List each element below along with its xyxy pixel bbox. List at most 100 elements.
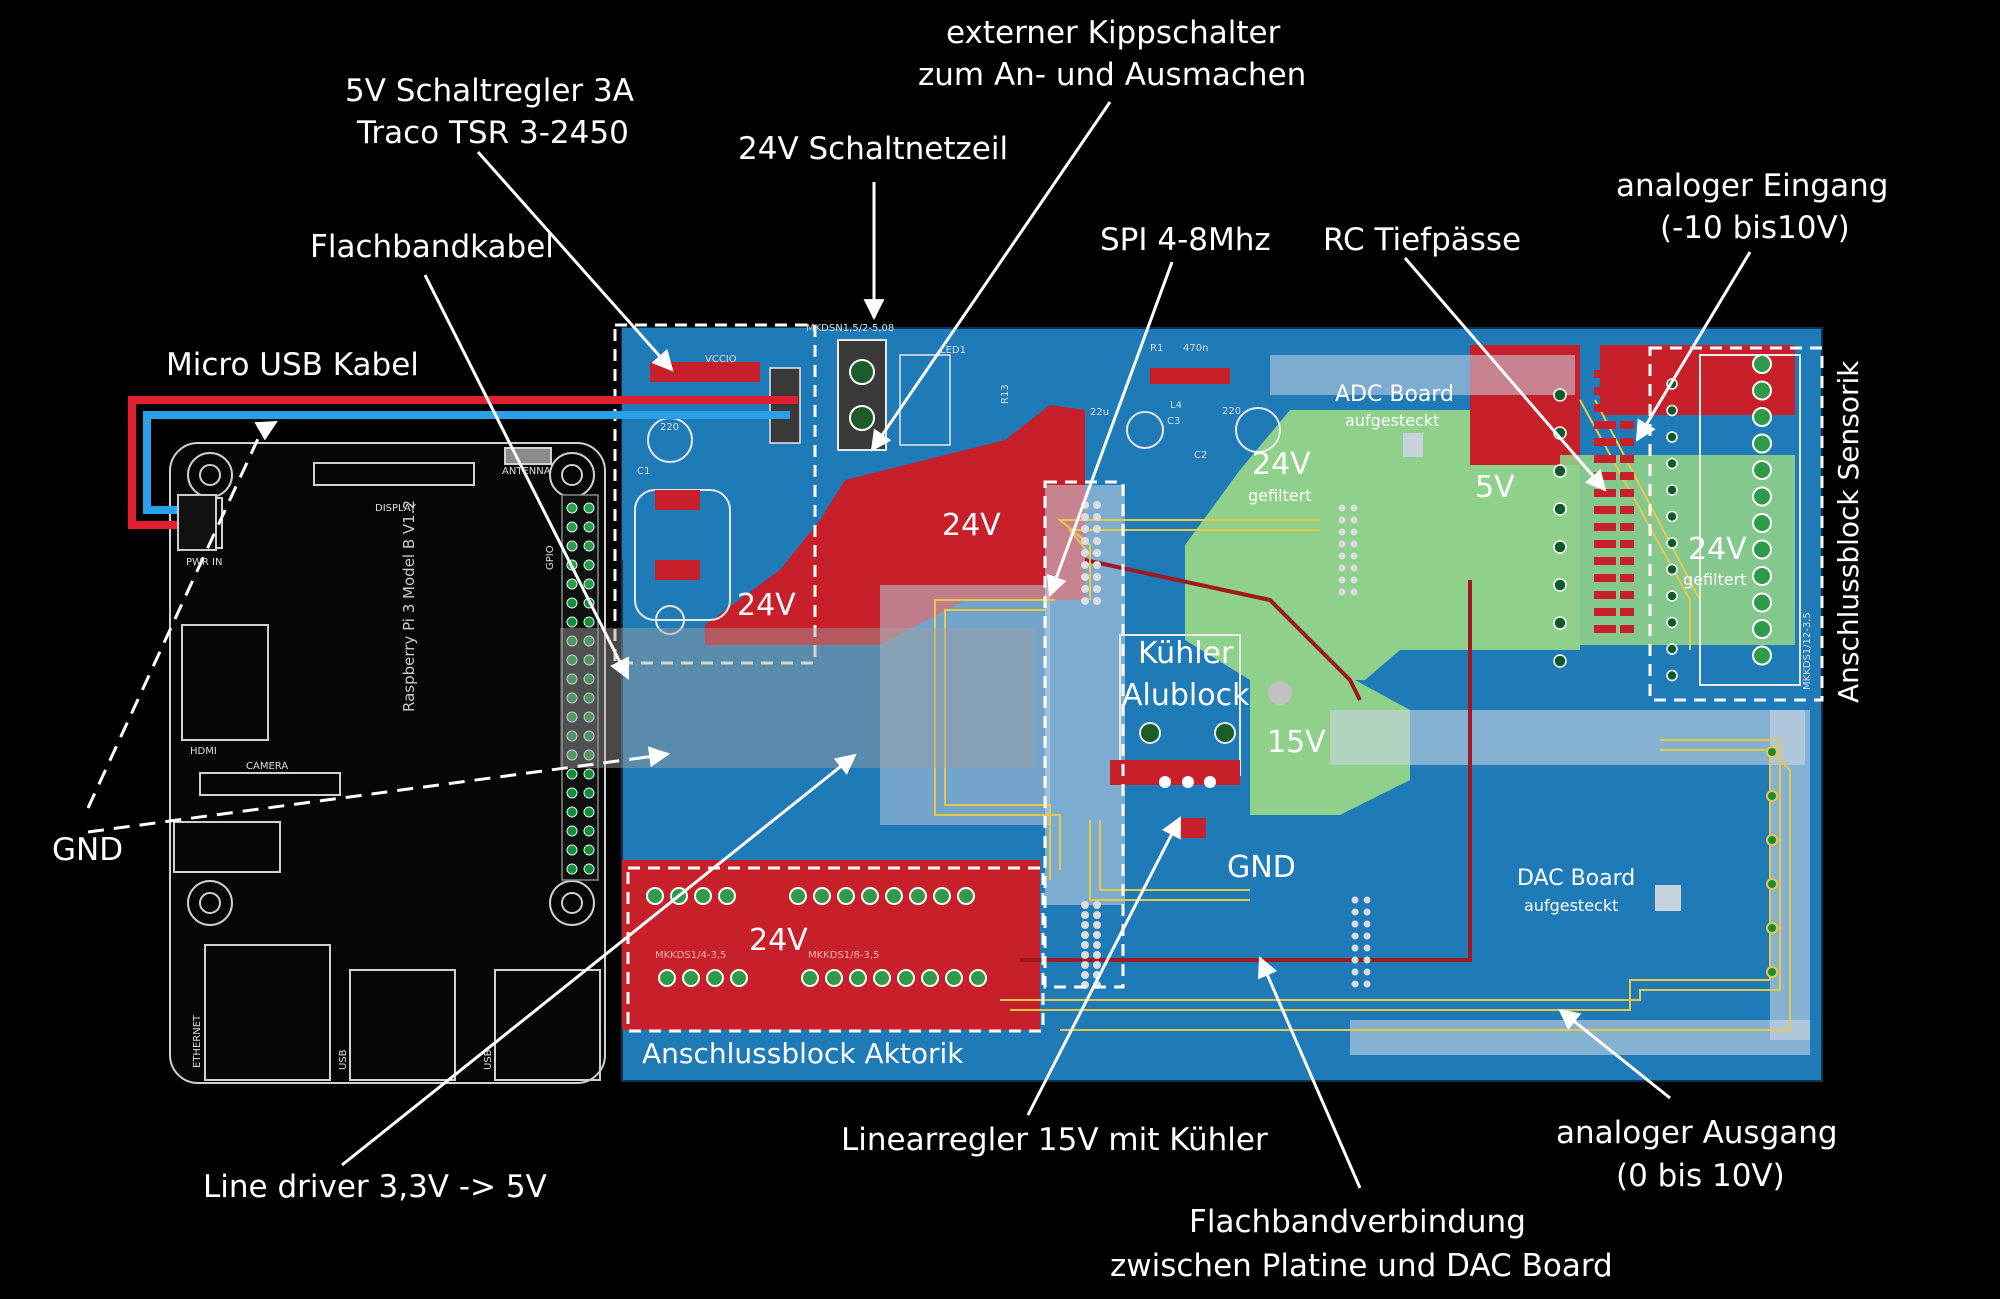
sensor-terminal-screw [1752, 460, 1772, 480]
gpio-pin [566, 502, 578, 514]
gpio-pin [583, 730, 595, 742]
sensor-terminal-screw [1752, 592, 1772, 613]
actuator-terminal-screw [861, 887, 879, 905]
rc-capacitor [1620, 523, 1634, 531]
gpio-pin [583, 863, 595, 875]
actuator-terminal-screw [789, 887, 807, 905]
gpio-pin [566, 863, 578, 875]
rc-resistor [1594, 421, 1616, 429]
dac-header-pin [1093, 931, 1101, 939]
actuator-terminal-screw [945, 969, 963, 987]
dac-header-pin [1093, 901, 1101, 909]
callout-switch-line1: externer Kippschalter [946, 15, 1281, 51]
actuator-terminal-screw [849, 969, 867, 987]
rc-resistor [1594, 489, 1616, 497]
dac-header-pin [1081, 951, 1089, 959]
dac-header-pin [1081, 931, 1089, 939]
actuator-connector-b-label: MKKDS1/8-3,5 [808, 950, 880, 961]
actuator-terminal-screw [801, 969, 819, 987]
arrow-switch [870, 101, 1112, 452]
rc-capacitor [1620, 506, 1634, 514]
dac-header-pin [1081, 921, 1089, 929]
dac-output-pad [1766, 790, 1778, 802]
actuator-terminal-screw [885, 887, 903, 905]
rc-capacitor [1620, 625, 1634, 633]
actuator-terminal-screw [909, 887, 927, 905]
gpio-pin [583, 673, 595, 685]
region-outlines [613, 323, 1824, 1033]
rc-resistor [1594, 574, 1616, 582]
rc-capacitor [1620, 438, 1634, 446]
rc-resistor [1594, 608, 1616, 616]
dac-header-pin [1081, 901, 1089, 909]
arrow-rc [1403, 257, 1607, 492]
ribbon-header-pin [1363, 896, 1371, 904]
filtered-label-b: gefiltert [1683, 570, 1747, 589]
dac-label-line2: aufgesteckt [1524, 896, 1619, 915]
ribbon-header-pin [1363, 980, 1371, 988]
adc-header-pin [1338, 504, 1346, 512]
cooler-label-line2: Alublock [1122, 678, 1250, 713]
rc-via [1553, 540, 1567, 554]
callout-analog-out-line1: analoger Ausgang [1556, 1115, 1838, 1151]
gpio-pin [583, 502, 595, 514]
gpio-pin [583, 768, 595, 780]
adc-header-pin [1338, 564, 1346, 572]
arrow-regulator [476, 151, 674, 372]
adc-header-pin [1350, 552, 1358, 560]
callout-ribbon-dac-line1: Flachbandverbindung [1189, 1204, 1526, 1240]
actuator-terminal-screw [646, 887, 664, 905]
cap-220a-label: 220 [660, 422, 680, 433]
rc-capacitor [1620, 557, 1634, 565]
gpio-pin [566, 673, 578, 685]
sensor-region [1648, 346, 1824, 702]
ribbon-header-pin [1351, 968, 1359, 976]
rc-via [1553, 464, 1567, 478]
dac-label-line1: DAC Board [1517, 866, 1636, 891]
dac-output-pad [1766, 746, 1778, 758]
spi-header-pin [1093, 549, 1101, 557]
vcc-label: VCCIO [705, 354, 737, 365]
rc-resistor [1594, 625, 1616, 633]
gpio-pin [566, 654, 578, 666]
spi-header-pin [1081, 585, 1089, 593]
net-label-24v-a: 24V [942, 508, 1001, 543]
c1-label: C1 [637, 466, 651, 477]
callout-ribbon: Flachbandkabel [310, 229, 554, 265]
rc-filter-column [1553, 370, 1634, 668]
actuator-terminal-screw [730, 969, 748, 987]
spi-header-pin [1093, 537, 1101, 545]
gpio-pin [566, 844, 578, 856]
gpio-pin [583, 559, 595, 571]
gpio-pin [583, 806, 595, 818]
sensor-terminal-housing [1699, 354, 1801, 686]
gpio-pin [583, 844, 595, 856]
gpio-pin [566, 635, 578, 647]
sensor-terminal-pad [1666, 484, 1678, 496]
sensor-terminal-pad [1666, 457, 1678, 470]
spi-header-pin [1081, 597, 1089, 605]
callout-ribbon-dac-line2: zwischen Platine und DAC Board [1110, 1248, 1613, 1284]
cap-470n-label: 470n [1183, 343, 1209, 354]
callout-rc: RC Tiefpässe [1323, 222, 1522, 258]
gpio-pin [566, 768, 578, 780]
sensor-terminal-screw [1752, 619, 1772, 639]
gpio-pin [566, 787, 578, 799]
sensor-terminal-pad [1666, 616, 1678, 629]
callout-psu: 24V Schaltnetzeil [738, 131, 1009, 167]
rc-capacitor [1620, 404, 1634, 412]
adc-header-pin [1338, 576, 1346, 584]
adc-header-pin [1338, 528, 1346, 536]
adc-label-line1: ADC Board [1335, 382, 1455, 407]
rc-capacitor [1620, 608, 1634, 616]
rc-resistor [1594, 455, 1616, 463]
r13-label: R13 [1000, 384, 1011, 404]
spi-header-pin [1081, 549, 1089, 557]
gpio-pin [566, 540, 578, 552]
sensor-terminal-block [1666, 354, 1801, 686]
rc-via [1553, 616, 1567, 630]
gpio-pin [566, 597, 578, 609]
gpio-pin [583, 654, 595, 666]
net-label-24v-b: 24V [737, 588, 796, 623]
ribbon-header-pin [1363, 968, 1371, 976]
